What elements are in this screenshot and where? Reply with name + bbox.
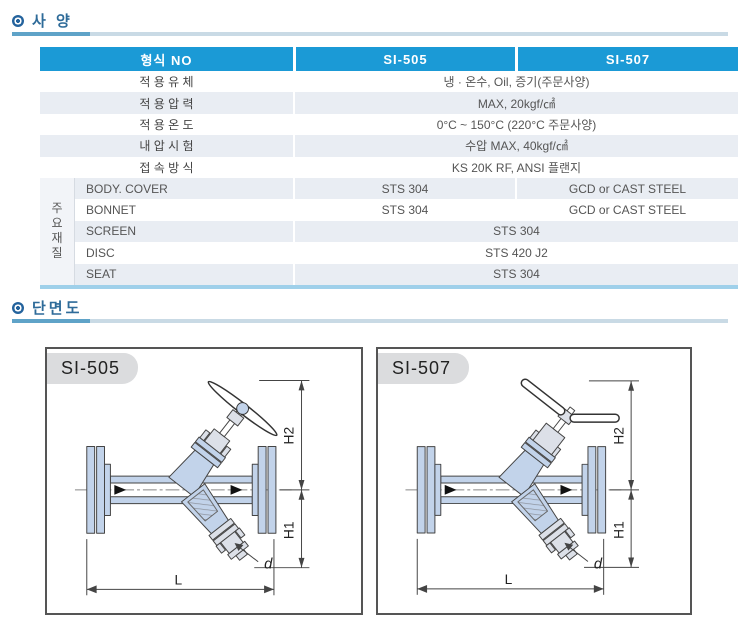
- left-flange: [416, 446, 442, 534]
- section-bullet-icon: [12, 301, 24, 314]
- bonnet-stem-assembly: [168, 380, 278, 498]
- dim-label-h1: H1: [282, 521, 297, 539]
- spec-row-value: 0°C ~ 150°C (220°C 주문사양): [293, 113, 738, 136]
- screen-hatch: [187, 489, 219, 522]
- flow-arrow-icon: [560, 484, 573, 495]
- dim-label-h2: H2: [282, 427, 297, 445]
- dim-label-d: d: [594, 556, 603, 572]
- bonnet-stem-assembly: [498, 378, 620, 498]
- valve-section-drawing-si507: H2 H1 L d: [405, 378, 639, 595]
- flow-arrow-icon: [230, 484, 243, 495]
- section-bullet-icon: [12, 14, 24, 27]
- strainer-drain-assembly: [181, 483, 249, 561]
- material-row-label: DISC: [86, 245, 115, 260]
- lever-handles: [520, 378, 620, 423]
- drawing-label-si505: SI-505: [47, 353, 139, 384]
- material-value-both: STS 304: [293, 220, 738, 243]
- spec-row-value: 수압 MAX, 40kgf/㎠: [293, 135, 738, 157]
- material-value-si507: GCD or CAST STEEL: [515, 199, 738, 221]
- dim-label-l: L: [175, 572, 183, 587]
- dim-label-h2: H2: [611, 427, 626, 445]
- underline-accent: [12, 32, 90, 36]
- right-flange: [251, 446, 277, 534]
- drawing-box-si505: SI-505: [45, 347, 363, 615]
- spec-row-value: 냉 · 온수, Oil, 증기(주문사양): [293, 71, 738, 93]
- spec-row-value: MAX, 20kgf/㎠: [293, 92, 738, 114]
- material-value-si505: STS 304: [293, 199, 515, 221]
- dim-label-h1: H1: [611, 521, 626, 539]
- table-header-si507: SI-507: [515, 47, 738, 71]
- spec-row-label: 내 압 시 험: [40, 135, 293, 157]
- table-header-si505: SI-505: [293, 47, 515, 71]
- flow-arrow-icon: [444, 484, 457, 495]
- dim-label-d: d: [264, 557, 273, 573]
- drawing-label-si507: SI-507: [378, 353, 470, 384]
- drawing-box-si507: SI-507: [376, 347, 692, 615]
- spec-section-header: 사 양: [12, 10, 73, 31]
- spec-row-value: KS 20K RF, ANSI 플랜지: [293, 156, 738, 178]
- section-view-header: 단면도: [12, 297, 82, 318]
- dim-label-l: L: [505, 572, 513, 587]
- valve-section-drawing-si505: H2 H1 L d: [74, 380, 310, 596]
- handwheel: [207, 380, 278, 437]
- table-header-type-no: 형식 NO: [40, 47, 293, 71]
- material-row-label: SCREEN: [75, 220, 293, 243]
- flow-arrow-icon: [114, 484, 127, 495]
- material-value-both: STS 420 J2: [293, 242, 738, 264]
- spec-table: 형식 NO SI-505 SI-507 적 용 유 체 냉 · 온수, Oil,…: [40, 47, 738, 289]
- left-flange: [86, 446, 111, 534]
- strainer-drain-assembly: [511, 483, 579, 561]
- material-group-vertical-header: 주 요 재 질: [40, 177, 75, 285]
- underline-accent: [12, 319, 90, 323]
- section-view-underline: [12, 319, 728, 323]
- material-value-both: STS 304: [293, 263, 738, 285]
- material-value-si507: GCD or CAST STEEL: [515, 177, 738, 200]
- screen-hatch: [517, 489, 549, 522]
- spec-row-label: 적 용 유 체: [139, 75, 194, 90]
- spec-row-label: 접 속 방 식: [139, 160, 194, 175]
- spec-section-underline: [12, 32, 728, 36]
- material-row-label: BODY. COVER: [75, 177, 293, 200]
- right-flange: [581, 446, 607, 534]
- spec-section-title: 사 양: [32, 13, 73, 30]
- spec-row-label: 적 용 온 도: [139, 117, 194, 132]
- spec-row-label: 적 용 압 력: [40, 92, 293, 114]
- section-view-title: 단면도: [32, 300, 83, 317]
- dimension-l: [86, 539, 275, 596]
- material-value-si505: STS 304: [293, 177, 515, 200]
- dimension-l: [416, 538, 605, 595]
- material-row-label: SEAT: [75, 263, 293, 285]
- dimension-h2-h1: [584, 380, 639, 568]
- material-row-label: BONNET: [86, 203, 137, 218]
- dimension-h2-h1: [254, 380, 310, 569]
